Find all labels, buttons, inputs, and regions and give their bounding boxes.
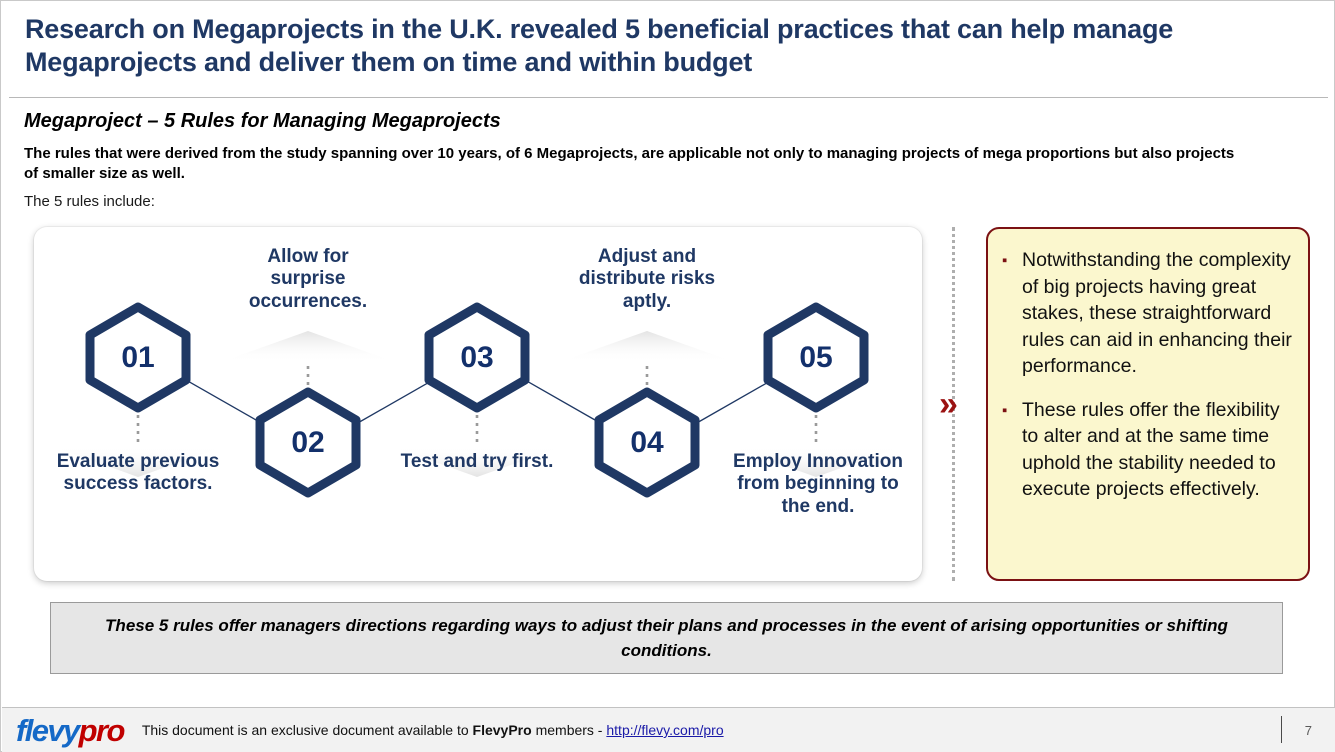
diagram-panel: 01 02 03 04 05 Evaluate previous success… — [34, 227, 922, 581]
footer: flevypro This document is an exclusive d… — [2, 708, 1335, 752]
vertical-dotted-divider — [952, 227, 955, 581]
footer-text: This document is an exclusive document a… — [142, 722, 724, 738]
footer-divider — [2, 707, 1335, 708]
hexagon-number-03[interactable]: 03 — [460, 341, 494, 374]
hexagon-number-04[interactable]: 04 — [630, 426, 664, 459]
slide-title-bar: Research on Megaprojects in the U.K. rev… — [1, 1, 1335, 97]
section-lead-in: The 5 rules include: — [24, 192, 155, 210]
insights-callout: ▪ Notwithstanding the complexity of big … — [986, 227, 1310, 581]
logo-text-flevy: flevy — [16, 712, 80, 748]
section-heading: Megaproject – 5 Rules for Managing Megap… — [24, 110, 501, 132]
page-title: Research on Megaprojects in the U.K. rev… — [25, 14, 1174, 77]
title-divider — [9, 97, 1328, 98]
footer-text-after: members - — [531, 722, 607, 738]
hexagon-label-04: Adjust and distribute risks aptly. — [578, 246, 716, 312]
flevypro-logo[interactable]: flevypro — [16, 712, 126, 748]
diagram-canvas — [51, 302, 903, 498]
hexagon-label-05: Employ Innovation from beginning to the … — [733, 451, 903, 517]
page-number-divider — [1281, 716, 1282, 743]
square-bullet-icon: ▪ — [1002, 252, 1008, 269]
callout-bullet-text: These rules offer the flexibility to alt… — [1022, 398, 1280, 501]
double-chevron-right-icon: » — [939, 385, 958, 423]
summary-box: These 5 rules offer managers directions … — [50, 602, 1283, 674]
footer-text-before: This document is an exclusive document a… — [141, 722, 473, 738]
hexagon-number-05[interactable]: 05 — [799, 341, 833, 374]
section-body-text: The rules that were derived from the stu… — [24, 145, 1235, 182]
callout-bullet-text: Notwithstanding the complexity of big pr… — [1022, 249, 1292, 377]
hexagon-label-01: Evaluate previous success factors. — [56, 451, 220, 495]
callout-bullet-item: ▪ Notwithstanding the complexity of big … — [1002, 247, 1292, 380]
summary-text: These 5 rules offer managers directions … — [105, 615, 1228, 661]
footer-brand: FlevyPro — [472, 722, 532, 738]
callout-bullet-item: ▪ These rules offer the flexibility to a… — [1002, 397, 1292, 503]
hexagon-number-01[interactable]: 01 — [121, 341, 155, 374]
hexagon-process-diagram: 01 02 03 04 05 Evaluate previous success… — [34, 227, 922, 581]
hexagon-number-02[interactable]: 02 — [291, 426, 325, 459]
square-bullet-icon: ▪ — [1002, 401, 1008, 419]
footer-link[interactable]: http://flevy.com/pro — [606, 722, 724, 738]
hexagon-label-02: Allow for surprise occurrences. — [248, 246, 368, 312]
logo-text-pro: pro — [78, 712, 126, 748]
section-header: Megaproject – 5 Rules for Managing Megap… — [24, 109, 1314, 211]
page-number: 7 — [1304, 723, 1312, 738]
hexagon-label-03: Test and try first. — [400, 451, 554, 472]
